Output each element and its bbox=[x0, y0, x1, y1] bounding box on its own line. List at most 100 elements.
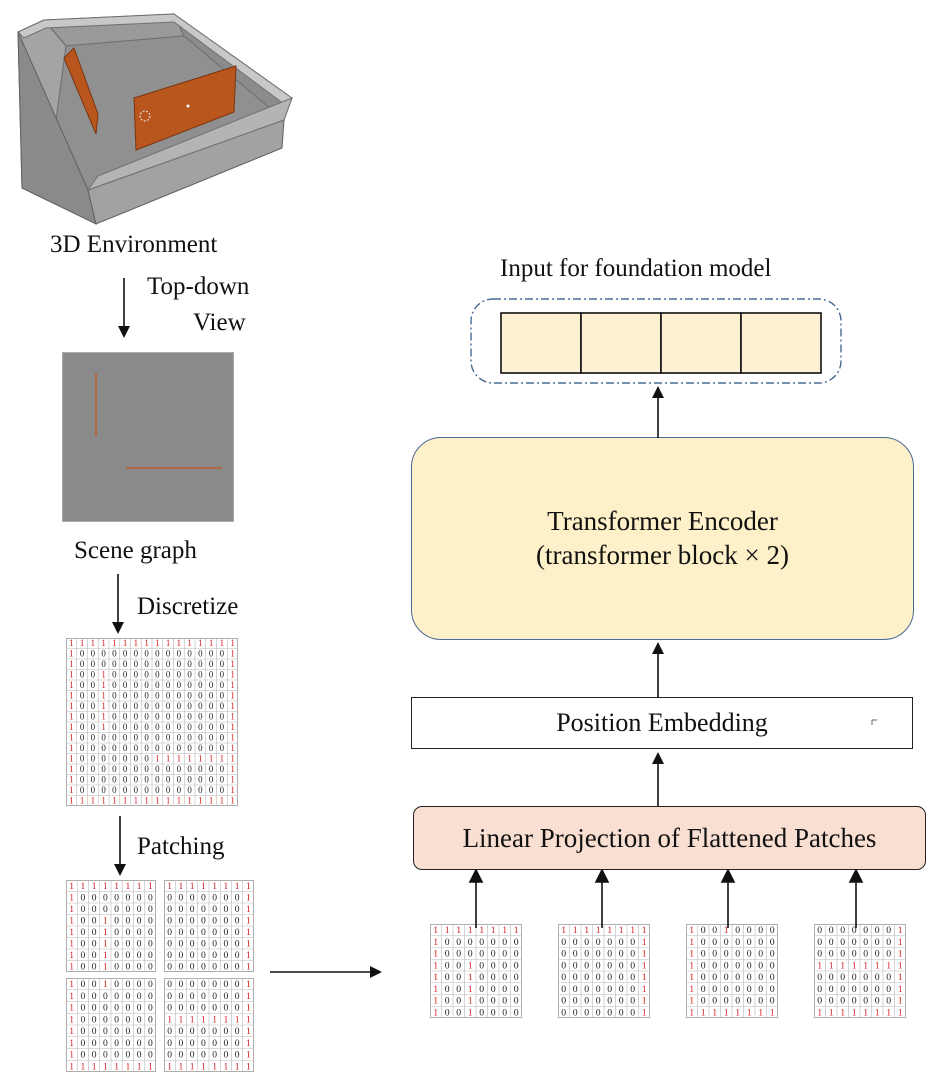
grid-cell: 0 bbox=[223, 892, 228, 903]
grid-cell: 0 bbox=[177, 712, 182, 722]
grid-cell: 0 bbox=[91, 743, 96, 753]
grid-cell: 0 bbox=[91, 775, 96, 785]
grid-cell: 0 bbox=[190, 1003, 195, 1014]
grid-cell: 0 bbox=[456, 984, 461, 995]
grid-cell: 0 bbox=[123, 722, 128, 732]
grid-cell: 0 bbox=[80, 733, 85, 743]
grid-cell: 0 bbox=[187, 712, 192, 722]
grid-cell: 0 bbox=[114, 991, 119, 1002]
grid-cell: 0 bbox=[479, 984, 484, 995]
grid-cell: 0 bbox=[92, 1050, 97, 1061]
grid-cell: 0 bbox=[91, 733, 96, 743]
grid-cell: 1 bbox=[230, 649, 234, 659]
grid-cell: 1 bbox=[596, 925, 601, 936]
grid-cell: 1 bbox=[246, 979, 251, 990]
grid-cell: 0 bbox=[223, 1050, 228, 1061]
grid-cell: 0 bbox=[137, 979, 142, 990]
grid-cell: 1 bbox=[134, 796, 138, 806]
grid-cell: 0 bbox=[235, 938, 240, 949]
grid-cell: 1 bbox=[190, 881, 195, 892]
grid-cell: 0 bbox=[584, 972, 589, 983]
grid-cell: 0 bbox=[502, 1007, 507, 1018]
grid-cell: 1 bbox=[212, 881, 217, 892]
grid-cell: 1 bbox=[187, 796, 191, 806]
grid-cell: 0 bbox=[235, 961, 240, 972]
grid-cell: 0 bbox=[80, 1050, 85, 1061]
grid-cell: 0 bbox=[166, 764, 171, 774]
grid-cell: 1 bbox=[875, 960, 880, 971]
grid-cell: 0 bbox=[619, 960, 624, 971]
grid-cell: 0 bbox=[148, 950, 153, 961]
grid-cell: 0 bbox=[144, 670, 149, 680]
grid-cell: 0 bbox=[223, 1003, 228, 1014]
grid-cell: 0 bbox=[92, 979, 97, 990]
grid-cell: 1 bbox=[69, 754, 73, 764]
grid-cell: 0 bbox=[178, 927, 183, 938]
grid-cell: 0 bbox=[607, 984, 612, 995]
grid-cell: 1 bbox=[829, 960, 834, 971]
grid-cell: 0 bbox=[166, 701, 171, 711]
grid-cell: 0 bbox=[155, 743, 160, 753]
grid-cell: 0 bbox=[178, 1038, 183, 1049]
grid-cell: 1 bbox=[573, 925, 578, 936]
grid-cell: 1 bbox=[235, 1061, 240, 1072]
grid-cell: 0 bbox=[166, 680, 171, 690]
grid-cell: 0 bbox=[198, 712, 203, 722]
grid-cell: 0 bbox=[724, 984, 729, 995]
grid-cell: 0 bbox=[886, 984, 891, 995]
grid-cell: 1 bbox=[230, 754, 234, 764]
grid-cell: 0 bbox=[735, 984, 740, 995]
grid-cell: 0 bbox=[80, 680, 85, 690]
grid-cell: 0 bbox=[80, 991, 85, 1002]
grid-cell: 0 bbox=[235, 1003, 240, 1014]
grid-cell: 0 bbox=[91, 659, 96, 669]
grid-cell: 1 bbox=[69, 1050, 74, 1061]
grid-cell: 0 bbox=[735, 937, 740, 948]
grid-cell: 1 bbox=[898, 1007, 903, 1018]
grid-cell: 1 bbox=[230, 638, 234, 648]
grid-cell: 1 bbox=[187, 638, 191, 648]
grid-cell: 1 bbox=[246, 892, 251, 903]
grid-cell: 0 bbox=[144, 659, 149, 669]
grid-cell: 0 bbox=[573, 949, 578, 960]
grid-cell: 0 bbox=[630, 984, 635, 995]
grid-cell: 0 bbox=[607, 972, 612, 983]
grid-cell: 0 bbox=[114, 1003, 119, 1014]
grid-cell: 0 bbox=[198, 785, 203, 795]
grid-cell: 0 bbox=[619, 996, 624, 1007]
grid-cell: 0 bbox=[187, 680, 192, 690]
grid-cell: 0 bbox=[445, 1007, 450, 1018]
grid-cell: 0 bbox=[201, 1050, 206, 1061]
grid-cell: 0 bbox=[166, 712, 171, 722]
grid-cell: 1 bbox=[898, 925, 903, 936]
grid-cell: 0 bbox=[584, 960, 589, 971]
grid-cell: 0 bbox=[167, 961, 172, 972]
grid-cell: 0 bbox=[863, 984, 868, 995]
grid-cell: 0 bbox=[445, 984, 450, 995]
grid-cell: 1 bbox=[69, 1014, 74, 1025]
grid-cell: 0 bbox=[80, 979, 85, 990]
grid-cell: 0 bbox=[112, 764, 117, 774]
grid-cell: 0 bbox=[137, 1026, 142, 1037]
grid-cell: 1 bbox=[80, 796, 84, 806]
grid-cell: 0 bbox=[502, 937, 507, 948]
grid-cell: 1 bbox=[433, 996, 438, 1007]
grid-cell: 0 bbox=[114, 892, 119, 903]
grid-cell: 1 bbox=[491, 925, 496, 936]
grid-cell: 0 bbox=[101, 785, 106, 795]
grid-cell: 0 bbox=[177, 733, 182, 743]
grid-cell: 0 bbox=[561, 949, 566, 960]
grid-cell: 0 bbox=[190, 961, 195, 972]
grid-cell: 1 bbox=[166, 796, 170, 806]
grid-cell: 0 bbox=[817, 925, 822, 936]
grid-cell: 0 bbox=[92, 1014, 97, 1025]
grid-cell: 0 bbox=[468, 949, 473, 960]
topdown-label-line1: Top-down bbox=[147, 273, 250, 300]
grid-cell: 1 bbox=[103, 881, 108, 892]
grid-cell: 0 bbox=[125, 927, 130, 938]
grid-cell: 1 bbox=[103, 950, 108, 961]
grid-cell: 1 bbox=[101, 796, 105, 806]
grid-cell: 0 bbox=[112, 659, 117, 669]
grid-cell: 1 bbox=[69, 938, 74, 949]
